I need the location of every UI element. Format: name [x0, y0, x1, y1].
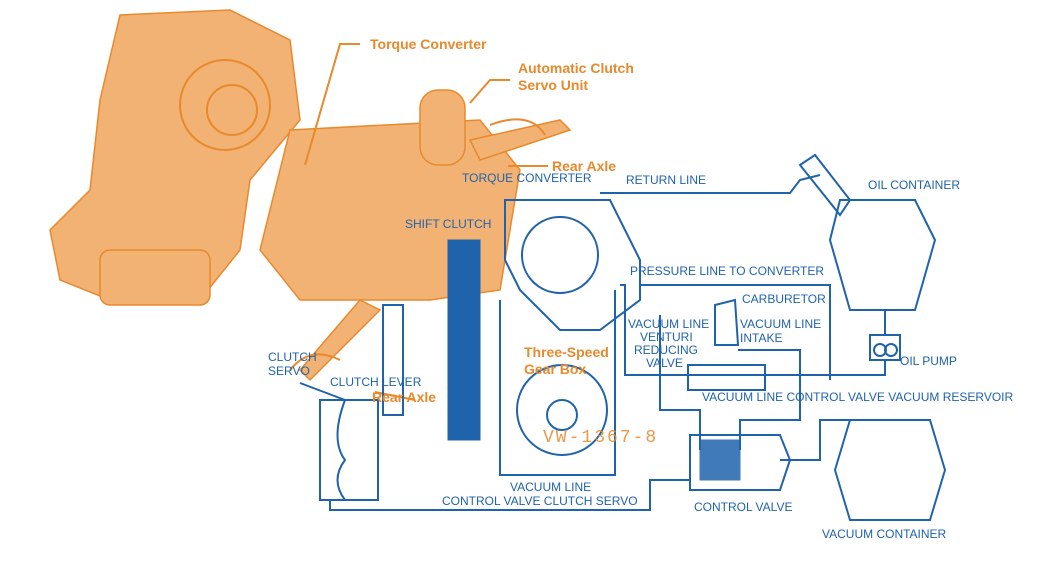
label-vacuum-container: VACUUM CONTAINER: [822, 527, 947, 541]
control-valve-body: [699, 439, 741, 481]
vacuum-container: [833, 419, 947, 521]
fan-hub: [206, 84, 258, 136]
gearbox-shaft: [546, 399, 578, 431]
rotation-arrow-icon: [289, 353, 341, 371]
gearbox-housing: [516, 364, 608, 456]
label-clutch-lever: CLUTCH LEVER: [330, 375, 422, 389]
label-carburetor: CARBURETOR: [742, 292, 826, 306]
gear-ring: [382, 304, 404, 416]
rear-axle-shaft-right: [468, 119, 572, 161]
pump-gear-icon: [884, 343, 898, 357]
label-intake: INTAKE: [740, 331, 782, 345]
muffler: [99, 249, 211, 306]
shift-clutch-body: [447, 239, 481, 441]
clutch-servo-vacuum-line: [329, 479, 690, 511]
hydraulic-system: [299, 153, 947, 521]
rotation-arrow-icon: [489, 118, 546, 136]
label-gear-box: Gear Box: [524, 361, 586, 377]
gearbox-oil-line: [499, 290, 616, 476]
label-control-valve-clutch-servo: CONTROL VALVE CLUTCH SERVO: [442, 494, 638, 508]
label-servo-vacuum-line: VACUUM LINE: [510, 480, 591, 494]
label-servo: SERVO: [268, 364, 310, 378]
diaphragm: [336, 399, 347, 501]
label-reducing: REDUCING: [634, 343, 698, 357]
label-clutch: CLUTCH: [268, 350, 317, 364]
label-oil-pump: OIL PUMP: [900, 354, 957, 368]
rear-axle-shaft-left: [298, 299, 382, 382]
label-torque-converter-blue: TORQUE CONVERTER: [462, 171, 592, 185]
rear-axle-arrow-lower: [374, 391, 416, 401]
figure-id: VW-1367-8: [543, 428, 658, 448]
intake-manifold: [687, 364, 766, 391]
label-automatic-clutch: Automatic Clutch: [518, 60, 634, 76]
label-intake-line: VACUUM LINE: [740, 317, 821, 331]
servo-unit-arrow: [469, 79, 510, 104]
reservoir-line: [780, 419, 850, 461]
label-reservoir-line: VACUUM LINE CONTROL VALVE VACUUM RESERVO…: [702, 390, 1014, 404]
label-torque-converter: Torque Converter: [370, 36, 487, 52]
label-shift-clutch: SHIFT CLUTCH: [405, 217, 491, 231]
venturi-vacuum-line: [659, 315, 701, 450]
label-servo-unit: Servo Unit: [518, 77, 588, 93]
label-rear-axle-lower: Rear Axle: [372, 389, 436, 405]
label-return-line: RETURN LINE: [626, 173, 706, 187]
oil-container: [828, 199, 937, 311]
clutch-servo-unit: [419, 89, 466, 166]
oil-filler-neck: [798, 153, 852, 217]
clutch-servo-diaphragm: [319, 399, 379, 501]
label-venturi-line: VACUUM LINE: [628, 317, 709, 331]
torque-converter-housing: [504, 199, 641, 331]
intake-vacuum-line: [738, 349, 801, 450]
label-control-valve: CONTROL VALVE: [694, 500, 792, 514]
label-valve: VALVE: [646, 356, 683, 370]
label-pressure-line: PRESSURE LINE TO CONVERTER: [630, 264, 824, 278]
pressure-line-to-converter: [640, 284, 831, 380]
torque-converter: [521, 216, 599, 294]
label-rear-axle: Rear Axle: [552, 158, 616, 174]
pressure-line: [620, 284, 886, 376]
label-venturi: VENTURI: [640, 330, 693, 344]
clutch-servo-leader: [299, 382, 346, 401]
carburetor: [714, 298, 740, 346]
engine-illustration: [49, 9, 572, 401]
label-oil-container: OIL CONTAINER: [868, 178, 960, 192]
torque-converter-arrow: [304, 43, 360, 166]
cooling-fan: [179, 59, 271, 151]
label-three-speed: Three-Speed: [524, 344, 609, 360]
